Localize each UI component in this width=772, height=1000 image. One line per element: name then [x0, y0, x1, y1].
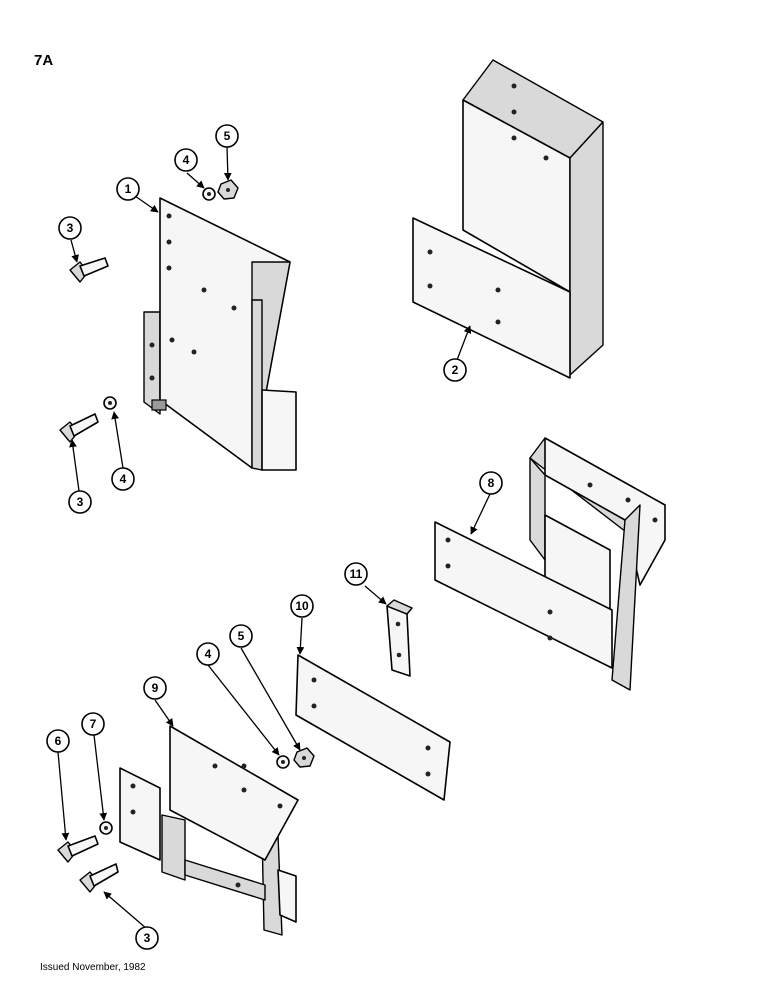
bolt-3-middle: [59, 413, 99, 443]
callout-6: 6: [46, 729, 70, 753]
washer-4-upper: [202, 187, 216, 201]
callout-10-label: 10: [295, 599, 309, 613]
issue-date-footer: Issued November, 1982: [40, 962, 146, 973]
callout-4-c: 4: [196, 642, 220, 666]
callout-4-c-label: 4: [205, 647, 212, 661]
callout-4-b: 4: [111, 467, 135, 491]
callout-6-label: 6: [55, 734, 62, 748]
callout-1: 1: [116, 177, 140, 201]
callout-5-b-label: 5: [238, 629, 245, 643]
callout-3-b: 3: [68, 490, 92, 514]
callout-3-c: 3: [135, 926, 159, 950]
callout-5-a-label: 5: [224, 129, 231, 143]
leader-lines: [57, 146, 491, 930]
callout-4-a: 4: [174, 148, 198, 172]
part-8-u-bracket: [434, 437, 666, 691]
callout-2-label: 2: [452, 363, 459, 377]
part-1-mounting-plate: [143, 197, 297, 471]
callout-4-a-label: 4: [183, 153, 190, 167]
callout-9-label: 9: [152, 681, 159, 695]
part-2-u-channel-bracket: [412, 59, 604, 379]
callout-10: 10: [290, 594, 314, 618]
part-11-spacer-block: [386, 599, 413, 677]
callout-5-a: 5: [215, 124, 239, 148]
callout-5-b: 5: [229, 624, 253, 648]
page-label: 7A: [34, 52, 54, 69]
callout-3-a: 3: [58, 216, 82, 240]
bolt-6: [57, 835, 99, 863]
nut-5-upper: [217, 179, 239, 200]
callout-8-label: 8: [488, 476, 495, 490]
callout-3-b-label: 3: [77, 495, 84, 509]
callout-3-a-label: 3: [67, 221, 74, 235]
callout-3-c-label: 3: [144, 931, 151, 945]
callout-7-label: 7: [90, 717, 97, 731]
nut-5-lower: [293, 747, 315, 768]
part-9-lower-bracket: [119, 725, 299, 936]
callout-1-label: 1: [125, 182, 132, 196]
washer-4-lower: [276, 755, 290, 769]
callout-4-b-label: 4: [120, 472, 127, 486]
callout-2: 2: [443, 358, 467, 382]
part-10-flat-plate: [295, 654, 451, 801]
washer-4-middle: [103, 396, 117, 410]
callout-11: 11: [344, 562, 368, 586]
callout-9: 9: [143, 676, 167, 700]
callout-7: 7: [81, 712, 105, 736]
callout-11-label: 11: [350, 567, 363, 581]
washer-7: [99, 821, 113, 835]
bolt-3-upper: [69, 257, 109, 283]
callout-8: 8: [479, 471, 503, 495]
bolt-3-lower: [79, 863, 119, 893]
